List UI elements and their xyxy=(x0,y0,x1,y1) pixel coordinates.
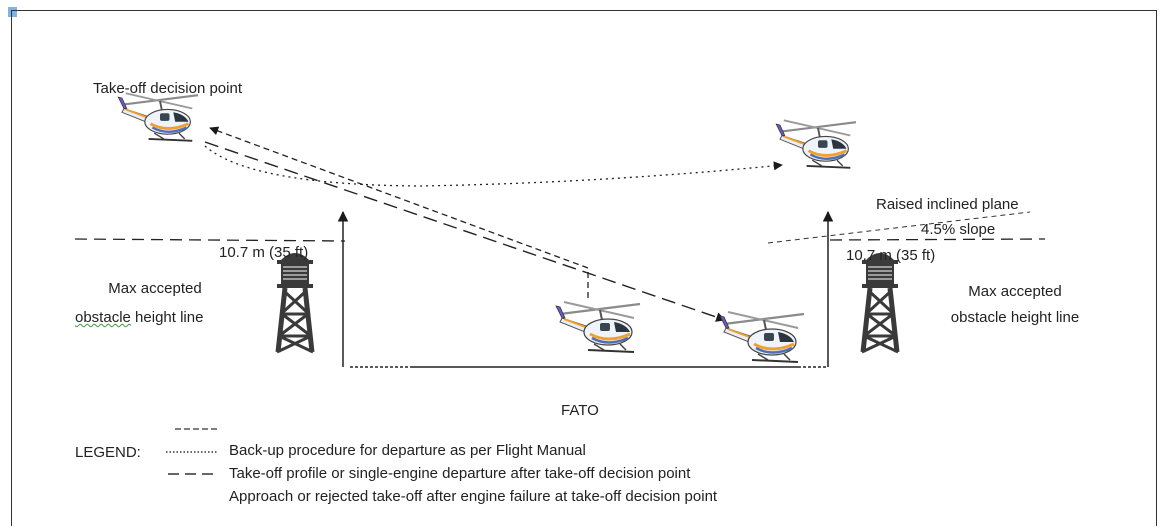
rejected-take-off-line xyxy=(209,126,589,298)
height-label-right: 10.7 m (35 ft) xyxy=(846,247,936,264)
slope-label: 4.5% slope xyxy=(921,221,996,238)
decision-point-label: Take-off decision point xyxy=(93,80,242,97)
obstacle-word: obstacle xyxy=(75,309,131,326)
raised-inclined-plane-line xyxy=(767,211,1031,244)
legend-item-backup: Back-up procedure for departure as per F… xyxy=(229,442,586,459)
obstacle-label-right-line2: obstacle height line xyxy=(950,309,1080,326)
obstacle-height-line-right xyxy=(829,238,1046,241)
obstacle-label-right-line1: Max accepted xyxy=(968,283,1062,300)
helicopter-decision-point xyxy=(116,91,200,143)
legend-item-take-off-profile: Take-off profile or single-engine depart… xyxy=(229,465,691,482)
corner-marker xyxy=(8,7,17,17)
obstacle-tower-left xyxy=(277,253,313,352)
legend-title: LEGEND: xyxy=(75,444,141,461)
helicopter-fato xyxy=(554,300,642,354)
obstacle-label-left-line1: Max accepted xyxy=(108,280,202,297)
back-up-procedure-line xyxy=(204,145,783,187)
raised-plane-label: Raised inclined plane xyxy=(876,196,1019,213)
frame-border xyxy=(11,10,1157,526)
obstacle-label-left-line2: obstacle height line xyxy=(75,309,203,327)
height-label-left: 10.7 m (35 ft) xyxy=(219,244,309,261)
take-off-profile-line xyxy=(204,141,726,322)
obstacle-tower-right xyxy=(862,253,898,352)
helicopter-climb-out xyxy=(774,118,858,170)
fato-label: FATO xyxy=(561,402,599,419)
helicopter-rejected xyxy=(718,310,806,364)
height-line-words: height line xyxy=(135,309,204,326)
obstacle-height-line-left xyxy=(74,238,346,242)
legend-item-rejected-take-off: Approach or rejected take-off after engi… xyxy=(229,488,718,505)
